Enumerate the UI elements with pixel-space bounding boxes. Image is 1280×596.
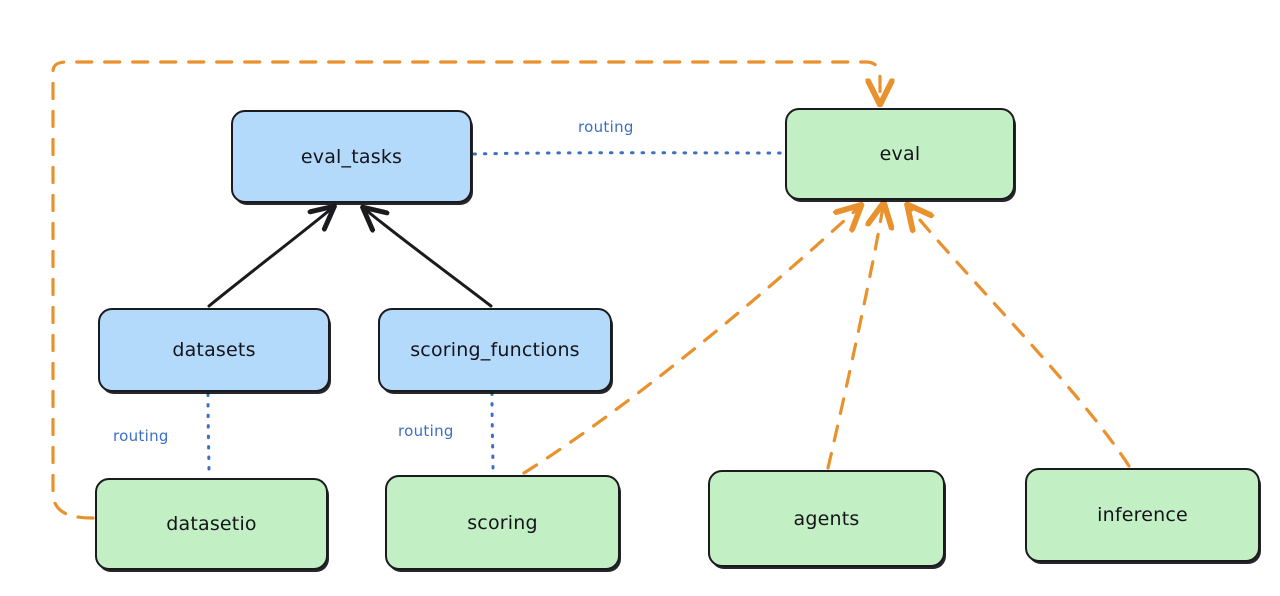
edge-label-routing-eval-tasks: routing bbox=[578, 118, 634, 136]
edge-datasets-to-eval-tasks bbox=[207, 209, 331, 308]
node-label: inference bbox=[1097, 504, 1188, 526]
node-label: datasets bbox=[172, 339, 256, 361]
edge-label-routing-datasets: routing bbox=[113, 427, 169, 445]
node-label: datasetio bbox=[166, 513, 257, 535]
node-agents[interactable]: agents bbox=[708, 470, 945, 567]
node-eval-tasks[interactable]: eval_tasks bbox=[231, 110, 472, 203]
edge-scoring-functions-to-scoring bbox=[490, 391, 495, 475]
node-datasetio[interactable]: datasetio bbox=[95, 478, 328, 570]
node-label: scoring bbox=[467, 511, 538, 534]
node-label: eval_tasks bbox=[300, 145, 403, 168]
node-label: agents bbox=[793, 507, 860, 530]
edge-datasets-to-datasetio bbox=[206, 392, 211, 478]
edge-agents-to-eval bbox=[826, 207, 883, 470]
node-scoring[interactable]: scoring bbox=[385, 475, 620, 570]
edge-inference-to-eval bbox=[910, 208, 1131, 468]
edge-scoring-functions-to-eval-tasks bbox=[366, 210, 493, 308]
node-scoring-functions[interactable]: scoring_functions bbox=[378, 308, 612, 392]
edge-eval-tasks-to-eval bbox=[472, 151, 785, 156]
edge-label-routing-scoring-functions: routing bbox=[398, 422, 454, 440]
node-label: eval bbox=[879, 143, 921, 165]
node-inference[interactable]: inference bbox=[1025, 468, 1260, 562]
node-datasets[interactable]: datasets bbox=[98, 308, 330, 392]
node-label: scoring_functions bbox=[410, 339, 580, 361]
node-eval[interactable]: eval bbox=[785, 108, 1015, 200]
